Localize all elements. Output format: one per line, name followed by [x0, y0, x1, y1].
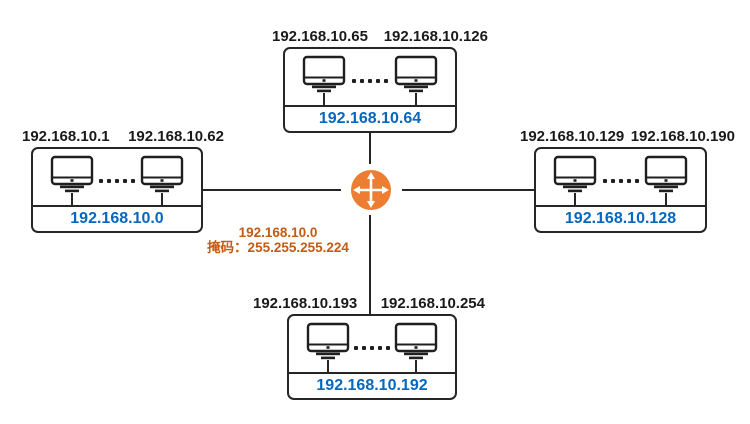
link-router-to-right — [402, 189, 534, 191]
subnet-left-host-range: 192.168.10.1 192.168.10.62 — [22, 125, 224, 145]
host-connector — [323, 93, 325, 105]
host-computer — [393, 322, 439, 372]
computer-icon — [306, 322, 350, 360]
subnet-network-address: 192.168.10.64 — [285, 105, 455, 131]
host-connector — [327, 360, 329, 372]
computer-icon — [394, 322, 438, 360]
subnet-network-address: 192.168.10.128 — [536, 205, 705, 231]
computer-icon — [302, 55, 346, 93]
computer-icon — [553, 155, 597, 193]
host-computer — [393, 55, 439, 105]
host-computer — [305, 322, 351, 372]
host-connector — [665, 193, 667, 205]
subnet-network-address: 192.168.10.0 — [33, 205, 201, 231]
host-connector — [161, 193, 163, 205]
first-host-label: 192.168.10.129 — [520, 128, 625, 145]
computer-icon — [644, 155, 688, 193]
subnet-bottom-box: 192.168.10.192 — [287, 314, 457, 400]
last-host-label: 192.168.10.190 — [630, 128, 735, 145]
first-host-label: 192.168.10.193 — [253, 295, 358, 312]
ellipsis-hosts — [602, 179, 639, 183]
hosts-area — [289, 316, 455, 372]
last-host-label: 192.168.10.126 — [383, 28, 488, 45]
hosts-area — [536, 149, 705, 205]
computer-icon — [50, 155, 94, 193]
host-connector — [574, 193, 576, 205]
computer-icon — [394, 55, 438, 93]
caption-network-address: 192.168.10.0 — [238, 225, 318, 240]
subnet-right-box: 192.168.10.128 — [534, 147, 707, 233]
first-host-label: 192.168.10.65 — [272, 28, 368, 45]
router-icon — [351, 170, 391, 210]
subnet-bottom-host-range: 192.168.10.193 192.168.10.254 — [253, 292, 485, 312]
link-top-to-router — [369, 133, 371, 164]
ellipsis-hosts — [354, 346, 390, 350]
host-computer — [139, 155, 185, 205]
link-router-to-bottom — [369, 215, 371, 314]
subnet-top-box: 192.168.10.64 — [283, 47, 457, 133]
host-connector — [415, 360, 417, 372]
network-caption: 192.168.10.0 掩码：255.255.255.224 — [196, 225, 360, 255]
first-host-label: 192.168.10.1 — [22, 128, 110, 145]
ellipsis-hosts — [352, 79, 388, 83]
computer-icon — [140, 155, 184, 193]
subnet-network-address: 192.168.10.192 — [289, 372, 455, 398]
link-left-to-router — [203, 189, 341, 191]
hosts-area — [33, 149, 201, 205]
host-connector — [71, 193, 73, 205]
host-computer — [643, 155, 689, 205]
subnet-left-box: 192.168.10.0 — [31, 147, 203, 233]
host-computer — [552, 155, 598, 205]
last-host-label: 192.168.10.62 — [128, 128, 224, 145]
ellipsis-hosts — [99, 179, 135, 183]
subnet-top-host-range: 192.168.10.65 192.168.10.126 — [272, 25, 488, 45]
host-computer — [49, 155, 95, 205]
host-computer — [301, 55, 347, 105]
host-connector — [415, 93, 417, 105]
caption-subnet-mask: 掩码：255.255.255.224 — [207, 240, 349, 255]
last-host-label: 192.168.10.254 — [380, 295, 485, 312]
hosts-area — [285, 49, 455, 105]
subnet-right-host-range: 192.168.10.129 192.168.10.190 — [520, 125, 735, 145]
